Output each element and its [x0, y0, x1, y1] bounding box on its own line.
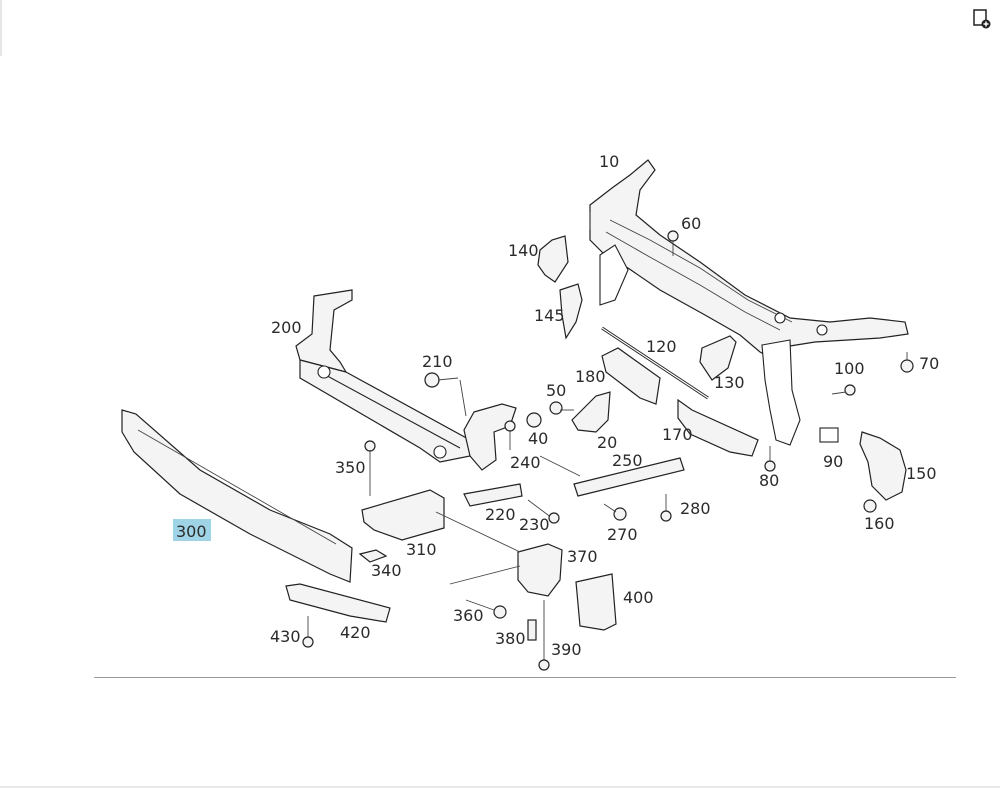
add-to-list-icon [973, 9, 991, 29]
bolt-part-280[interactable] [660, 494, 672, 522]
screw-part-70[interactable] [900, 352, 914, 373]
bracket-part-20[interactable] [571, 391, 611, 433]
callout-60[interactable]: 60 [681, 214, 701, 233]
absorber-part-400[interactable] [575, 573, 617, 631]
callout-340[interactable]: 340 [371, 561, 402, 580]
callout-280[interactable]: 280 [680, 499, 711, 518]
callout-130[interactable]: 130 [714, 373, 745, 392]
callout-180[interactable]: 180 [575, 367, 606, 386]
callout-250[interactable]: 250 [612, 451, 643, 470]
callout-220[interactable]: 220 [485, 505, 516, 524]
add-to-list-button[interactable] [972, 8, 992, 30]
bracket-part-180[interactable] [601, 347, 661, 405]
front-end-carrier-part[interactable] [589, 159, 909, 446]
callout-150[interactable]: 150 [906, 464, 937, 483]
bolt-part-240[interactable] [504, 420, 516, 450]
screw-part-50[interactable] [549, 401, 574, 415]
screw-part-60[interactable] [667, 230, 679, 256]
callout-430[interactable]: 430 [270, 627, 301, 646]
callout-145[interactable]: 145 [534, 306, 565, 325]
callout-90[interactable]: 90 [823, 452, 843, 471]
screw-part-100[interactable] [831, 384, 856, 396]
cross-member-part-200[interactable] [295, 289, 471, 463]
washer-part-340[interactable] [358, 549, 388, 563]
bracket-part-130[interactable] [699, 335, 737, 381]
left-panel-edge [0, 0, 2, 56]
bolt-part-350[interactable] [364, 440, 376, 496]
callout-240[interactable]: 240 [510, 453, 541, 472]
callout-230[interactable]: 230 [519, 515, 550, 534]
reinforcement-part-420[interactable] [285, 583, 391, 623]
sleeve-part-380[interactable] [527, 619, 537, 641]
callout-70[interactable]: 70 [919, 354, 939, 373]
bar-part-250[interactable] [573, 457, 685, 497]
cover-part-170[interactable] [677, 398, 759, 457]
bumper-beam-part-300[interactable] [121, 409, 353, 583]
air-guide-part-150[interactable] [859, 431, 907, 501]
bracket-part-220[interactable] [463, 483, 523, 507]
screw-part-40[interactable] [526, 412, 542, 428]
callout-100[interactable]: 100 [834, 359, 865, 378]
nut-part-160[interactable] [863, 499, 877, 513]
callout-10[interactable]: 10 [599, 152, 619, 171]
callout-270[interactable]: 270 [607, 525, 638, 544]
callout-50[interactable]: 50 [546, 381, 566, 400]
callout-160[interactable]: 160 [864, 514, 895, 533]
callout-170[interactable]: 170 [662, 425, 693, 444]
bracket-part-210-mount[interactable] [463, 403, 517, 471]
callout-20[interactable]: 20 [597, 433, 617, 452]
bolt-part-210[interactable] [424, 372, 459, 388]
callout-80[interactable]: 80 [759, 471, 779, 490]
callout-380[interactable]: 380 [495, 629, 526, 648]
bracket-part-310[interactable] [361, 489, 445, 541]
callout-200[interactable]: 200 [271, 318, 302, 337]
bolt-part-270[interactable] [603, 503, 627, 521]
screw-part-80[interactable] [764, 446, 776, 472]
footer-border [0, 786, 1000, 788]
callout-350[interactable]: 350 [335, 458, 366, 477]
clip-part-90[interactable] [819, 427, 839, 443]
diagram-divider [94, 677, 956, 678]
bracket-part-140[interactable] [537, 235, 569, 283]
callout-120[interactable]: 120 [646, 337, 677, 356]
callout-140[interactable]: 140 [508, 241, 539, 260]
bracket-part-370[interactable] [517, 543, 563, 597]
bolt-part-390[interactable] [538, 600, 550, 671]
callout-300-highlight [173, 519, 211, 541]
callout-360[interactable]: 360 [453, 606, 484, 625]
callout-40[interactable]: 40 [528, 429, 548, 448]
callout-400[interactable]: 400 [623, 588, 654, 607]
callout-210[interactable]: 210 [422, 352, 453, 371]
bracket-part-145[interactable] [559, 283, 583, 340]
callout-370[interactable]: 370 [567, 547, 598, 566]
callout-420[interactable]: 420 [340, 623, 371, 642]
callout-310[interactable]: 310 [406, 540, 437, 559]
bolt-part-230[interactable] [527, 499, 560, 524]
bolt-part-430[interactable] [302, 616, 314, 648]
callout-300[interactable]: 300 [176, 522, 207, 541]
callout-390[interactable]: 390 [551, 640, 582, 659]
bolt-part-360[interactable] [465, 599, 507, 619]
